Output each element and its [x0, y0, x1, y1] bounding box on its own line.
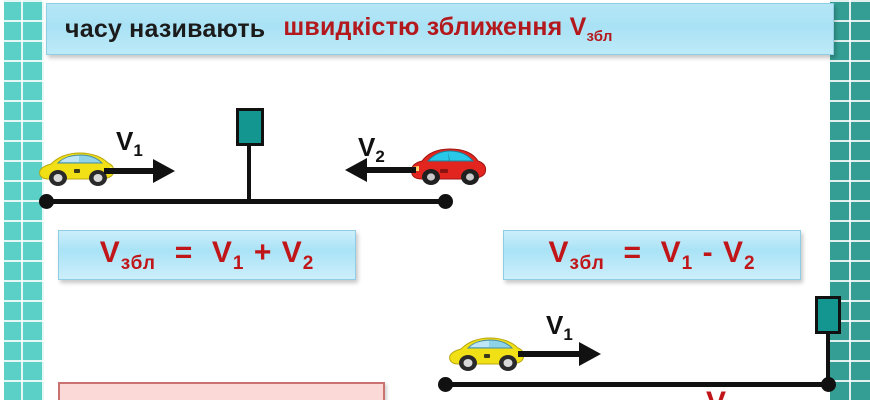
formula-diff-equals: =	[623, 235, 642, 269]
road-line-top	[46, 199, 446, 204]
formula-diff-term1: V	[660, 235, 682, 269]
partial-velocity-label-bottom: V	[706, 388, 726, 400]
checkered-border-left	[0, 0, 44, 400]
arrow-shaft-v1-top	[104, 168, 154, 174]
formula-diff-operator: -	[702, 235, 714, 269]
v1-symbol-top: V	[116, 126, 134, 156]
title-red-subscript: збл	[586, 28, 613, 45]
formula-approach-difference: Vзбл = V1 - V2	[503, 230, 801, 280]
v1-symbol-bottom: V	[546, 310, 564, 340]
road-endpoint-left-bottom	[438, 377, 453, 392]
yellow-car-bottom	[444, 330, 526, 377]
signpost-pole-top	[247, 140, 251, 200]
arrow-shaft-v1-bottom	[518, 351, 580, 357]
formula-sum-term1: V	[211, 235, 233, 269]
formula-sum-text: Vзбл = V1 + V2	[100, 236, 315, 275]
formula-diff-term2: V	[722, 235, 744, 269]
v2-symbol-top: V	[358, 132, 376, 162]
road-endpoint-right-top	[438, 194, 453, 209]
formula-approach-sum: Vзбл = V1 + V2	[58, 230, 356, 280]
signpost-sign-top	[236, 108, 264, 146]
formula-diff-term2-sub: 2	[743, 252, 756, 274]
title-text-red: швидкістю зближення Vзбл	[283, 13, 612, 45]
yellow-car-top	[34, 145, 116, 192]
formula-sum-lhs-sub: збл	[120, 252, 157, 274]
red-car-top	[408, 142, 488, 191]
road-endpoint-left-top	[39, 194, 54, 209]
formula-sum-term2-sub: 2	[302, 252, 315, 274]
arrow-head-v2-top	[345, 158, 367, 182]
road-line-bottom	[450, 382, 828, 387]
formula-diff-term1-sub: 1	[681, 252, 694, 274]
road-endpoint-right-bottom	[821, 377, 836, 392]
title-red-main: швидкістю зближення V	[283, 13, 587, 41]
v2-subscript-top: 2	[375, 147, 385, 167]
formula-diff-lhs-sub: збл	[569, 252, 605, 274]
arrow-head-v1-bottom	[579, 342, 601, 366]
arrow-shaft-v2-top	[366, 167, 416, 173]
formula-difference-text: Vзбл = V1 - V2	[548, 236, 755, 275]
velocity-label-v1-bottom: V1	[546, 312, 573, 343]
velocity-label-v1-top: V1	[116, 128, 143, 159]
checkered-border-right	[828, 0, 870, 400]
title-banner: часу називають швидкістю зближення Vзбл	[46, 3, 834, 55]
formula-sum-lhs: V	[99, 235, 121, 269]
pink-note-box	[58, 382, 385, 400]
formula-sum-operator: +	[253, 235, 273, 269]
formula-sum-equals: =	[174, 235, 194, 269]
signpost-pole-bottom	[826, 328, 830, 384]
formula-sum-term1-sub: 1	[232, 252, 245, 274]
title-text-black: часу називають	[65, 14, 266, 43]
formula-diff-lhs: V	[548, 235, 570, 269]
velocity-label-v2-top: V2	[358, 134, 385, 165]
v1-subscript-bottom: 1	[563, 325, 573, 345]
formula-sum-term2: V	[281, 235, 303, 269]
signpost-sign-bottom	[815, 296, 841, 334]
v1-subscript-top: 1	[133, 141, 143, 161]
arrow-head-v1-top	[153, 159, 175, 183]
